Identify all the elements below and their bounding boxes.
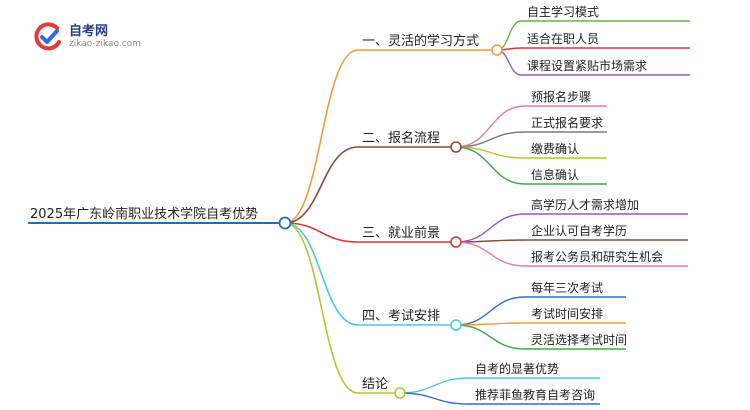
child-label[interactable]: 自主学习模式 bbox=[527, 4, 599, 19]
branch-node-toggle[interactable] bbox=[491, 44, 503, 56]
root-topic-label: 2025年广东岭南职业技术学院自考优势 bbox=[30, 206, 258, 222]
child-label[interactable]: 正式报名要求 bbox=[531, 115, 603, 130]
child-label[interactable]: 企业认可自考学历 bbox=[531, 223, 627, 238]
branch-connector bbox=[284, 222, 359, 394]
child-label[interactable]: 高学历人才需求增加 bbox=[531, 197, 639, 212]
branch-label[interactable]: 三、就业前景 bbox=[362, 225, 440, 241]
child-label[interactable]: 推荐菲鱼教育自考咨询 bbox=[475, 387, 595, 402]
child-label[interactable]: 预报名步骤 bbox=[531, 89, 591, 104]
branch-label[interactable]: 二、报名流程 bbox=[362, 130, 440, 146]
child-connector bbox=[455, 131, 526, 148]
branch-node-toggle[interactable] bbox=[450, 141, 462, 153]
child-label[interactable]: 每年三次考试 bbox=[531, 280, 603, 295]
child-connector bbox=[455, 213, 526, 243]
child-connector bbox=[455, 241, 526, 267]
branch-connector bbox=[284, 222, 359, 243]
child-connector bbox=[399, 377, 470, 394]
branch-node-toggle[interactable] bbox=[450, 236, 462, 248]
branch-label[interactable]: 四、考试安排 bbox=[362, 309, 440, 324]
child-connector bbox=[455, 324, 526, 350]
child-label[interactable]: 报考公务员和研究生机会 bbox=[531, 249, 663, 264]
branch-connector bbox=[284, 222, 359, 326]
branch-label[interactable]: 一、灵活的学习方式 bbox=[362, 33, 479, 49]
child-label[interactable]: 自考的显著优势 bbox=[475, 361, 559, 376]
child-label[interactable]: 考试时间安排 bbox=[531, 306, 603, 321]
logo-title: 自考网 bbox=[69, 24, 109, 39]
site-logo[interactable]: 自考网 zikao-zikao.com bbox=[33, 20, 143, 54]
branch-connector bbox=[284, 146, 359, 224]
child-label[interactable]: 缴费确认 bbox=[531, 141, 579, 156]
child-label[interactable]: 信息确认 bbox=[531, 167, 579, 182]
child-label[interactable]: 灵活选择考试时间 bbox=[531, 332, 627, 347]
root-node-toggle[interactable] bbox=[278, 216, 292, 230]
child-label[interactable]: 适合在职人员 bbox=[527, 31, 599, 46]
branch-node-toggle[interactable] bbox=[394, 387, 406, 399]
logo-mark-icon bbox=[34, 22, 61, 51]
child-connector bbox=[455, 146, 526, 185]
branch-node-toggle[interactable] bbox=[450, 319, 462, 331]
child-connector bbox=[455, 296, 526, 326]
child-connector bbox=[455, 105, 526, 148]
branch-label[interactable]: 结论 bbox=[362, 377, 388, 392]
child-connector bbox=[399, 392, 470, 405]
logo-subtitle: zikao-zikao.com bbox=[69, 39, 141, 49]
child-label[interactable]: 课程设置紧贴市场需求 bbox=[527, 58, 647, 73]
branch-connector bbox=[284, 49, 359, 224]
